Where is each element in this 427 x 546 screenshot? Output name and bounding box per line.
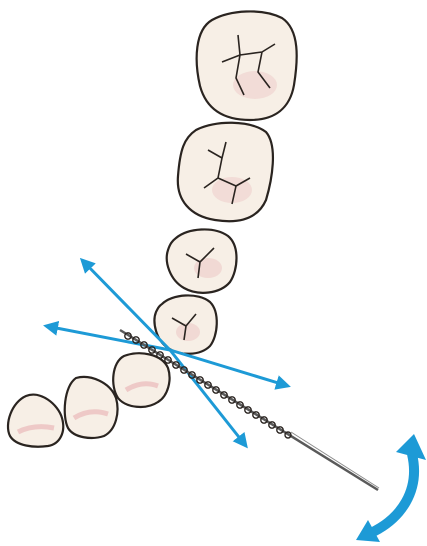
premolar-2-tooth (167, 229, 237, 292)
brush-wire (120, 330, 378, 490)
molar-1-tooth (178, 123, 273, 221)
interdental-brush-icon (120, 330, 379, 490)
molar-2-tooth (197, 11, 297, 120)
teeth-row (8, 11, 297, 446)
canine-tooth (113, 353, 169, 407)
rotation-arrow-icon (356, 434, 426, 542)
direction-arrow-icon (170, 350, 288, 386)
central-incisor-tooth (8, 395, 63, 447)
lateral-incisor-tooth (65, 377, 118, 438)
